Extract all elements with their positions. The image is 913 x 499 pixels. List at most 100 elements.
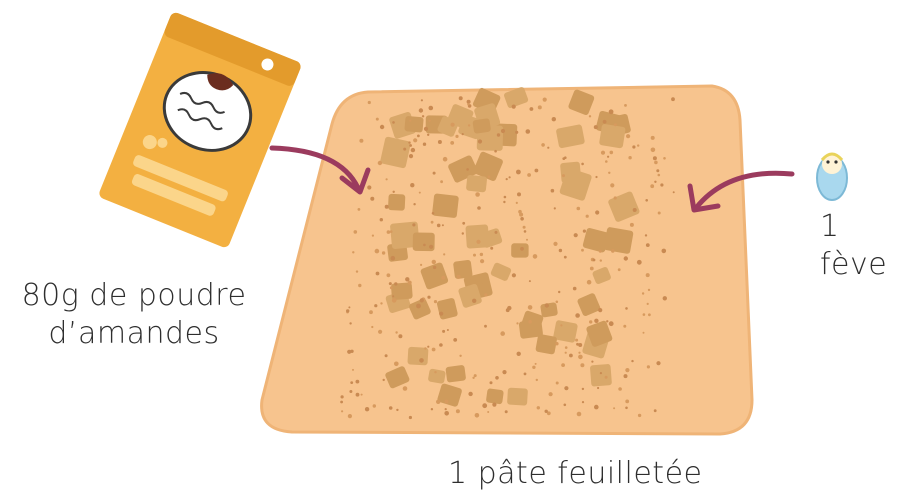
sugar-dot [625,407,628,410]
sugar-dot [432,260,436,264]
sugar-dot [505,410,508,413]
sugar-dot [476,240,480,244]
sugar-dot [474,374,477,377]
sugar-dot [613,407,615,409]
sugar-dot [370,197,374,201]
sugar-dot [524,373,527,376]
sugar-dot [352,369,354,371]
sugar-dot [490,247,493,250]
sugar-dot [502,370,506,374]
sugar-dot [578,355,583,360]
sugar-dot [623,325,626,328]
sugar-dot [516,322,518,324]
sugar-dot [420,298,424,302]
sugar-dot [523,226,526,229]
sugar-dot [409,144,412,147]
sugar-dot [564,256,567,259]
sugar-dot [495,376,499,380]
sugar-dot [625,368,629,372]
sugar-dot [468,124,470,126]
sugar-dot [624,374,628,378]
sugar-dot [553,242,557,246]
sugar-dot [487,411,489,413]
sugar-dot [559,249,562,252]
sugar-dot [501,129,505,133]
sugar-dot [439,343,443,347]
almond-powder-packet-icon [98,11,303,249]
sugar-dot [537,406,540,409]
sugar-dot [385,205,389,209]
sugar-dot [456,409,460,413]
sugar-dot [586,215,589,218]
sugar-dot [422,115,424,117]
sugar-dot [530,107,534,111]
sugar-dot [424,127,428,131]
sugar-dot [475,192,480,197]
sugar-dot [497,133,500,136]
sugar-dot [428,120,430,122]
sugar-dot [625,400,629,404]
sugar-dot [372,235,374,237]
sugar-dot [391,256,396,261]
sugar-dot [663,296,667,300]
almond-piece [466,175,487,193]
sugar-dot [451,123,455,127]
sugar-dot [396,409,398,411]
sugar-dot [341,410,343,412]
sugar-dot [590,267,594,271]
sugar-dot [467,100,471,104]
sugar-dot [630,223,634,227]
sugar-dot [354,230,358,234]
sugar-dot [658,212,661,215]
sugar-dot [403,386,408,391]
sugar-dot [375,249,380,254]
sugar-dot [614,196,617,199]
sugar-dot [387,273,391,277]
sugar-dot [424,347,426,349]
almond-piece [507,388,528,406]
sugar-dot [445,408,447,410]
almond-piece [445,365,466,383]
sugar-dot [643,332,645,334]
sugar-dot [492,403,496,407]
sugar-dot [408,281,412,285]
sugar-dot [390,230,393,233]
sugar-dot [545,410,548,413]
sugar-dot [447,329,449,331]
sugar-dot [564,404,567,407]
sugar-dot [556,301,559,304]
sugar-dot [646,273,650,277]
feve-figurine-icon [817,154,847,200]
almond-piece [599,124,626,149]
sugar-dot [459,96,463,100]
sugar-dot [577,207,581,211]
sugar-dot [380,125,384,129]
sugar-dot [663,157,666,160]
sugar-dot [380,218,383,221]
sugar-dot [392,121,395,124]
sugar-dot [392,295,394,297]
sugar-dot [472,299,476,303]
sugar-dot [535,169,539,173]
sugar-dot [409,416,412,419]
sugar-dot [535,363,537,365]
sugar-dot [467,103,469,105]
sugar-dot [565,346,568,349]
almond-piece [560,161,581,183]
sugar-dot [410,183,414,187]
sugar-dot [371,326,373,328]
sugar-dot [600,259,602,261]
sugar-dot [673,191,675,193]
sugar-dot [526,129,531,134]
sugar-dot [628,156,631,159]
sugar-dot [490,381,493,384]
sugar-dot [520,217,524,221]
sugar-dot [605,376,608,379]
sugar-dot [555,342,558,345]
sugar-dot [484,325,487,328]
sugar-dot [512,273,516,277]
sugar-dot [503,201,505,203]
sugar-dot [398,334,402,338]
almond-piece [486,388,504,404]
almond-piece [404,116,423,133]
